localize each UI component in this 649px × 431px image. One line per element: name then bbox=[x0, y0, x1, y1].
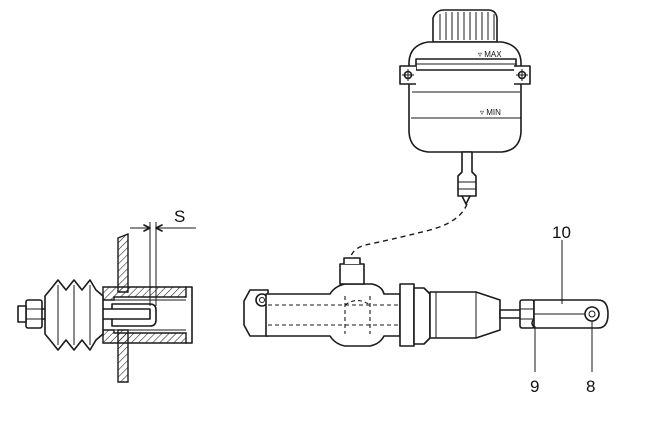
reservoir-cap bbox=[432, 9, 498, 43]
flange-ring bbox=[399, 283, 415, 347]
cap-ribs bbox=[439, 12, 495, 40]
master-cylinder bbox=[243, 257, 609, 347]
tapered-boot bbox=[429, 291, 501, 339]
cylinder-wall-bottom bbox=[102, 329, 187, 344]
min-mark: ▿ MIN bbox=[480, 108, 501, 117]
fluid-hose bbox=[349, 203, 468, 267]
fluid-reservoir: ▿ MAX ▿ MIN bbox=[399, 9, 531, 205]
inlet-port bbox=[339, 263, 365, 285]
callouts: 10 9 8 bbox=[530, 223, 595, 396]
label-10: 10 bbox=[552, 223, 571, 242]
cylinder-body bbox=[265, 283, 401, 347]
clevis-pin bbox=[584, 306, 600, 322]
cylinder-wall-top bbox=[102, 286, 187, 301]
rod-nut bbox=[25, 299, 43, 329]
label-8: 8 bbox=[586, 377, 595, 396]
label-s: S bbox=[174, 207, 185, 226]
section-view: S bbox=[17, 207, 196, 383]
label-9: 9 bbox=[530, 377, 539, 396]
mounting-flange-top bbox=[117, 232, 129, 293]
reservoir-outlet bbox=[457, 151, 477, 197]
max-mark: ▿ MAX bbox=[478, 50, 502, 59]
flange-collar bbox=[413, 287, 431, 345]
